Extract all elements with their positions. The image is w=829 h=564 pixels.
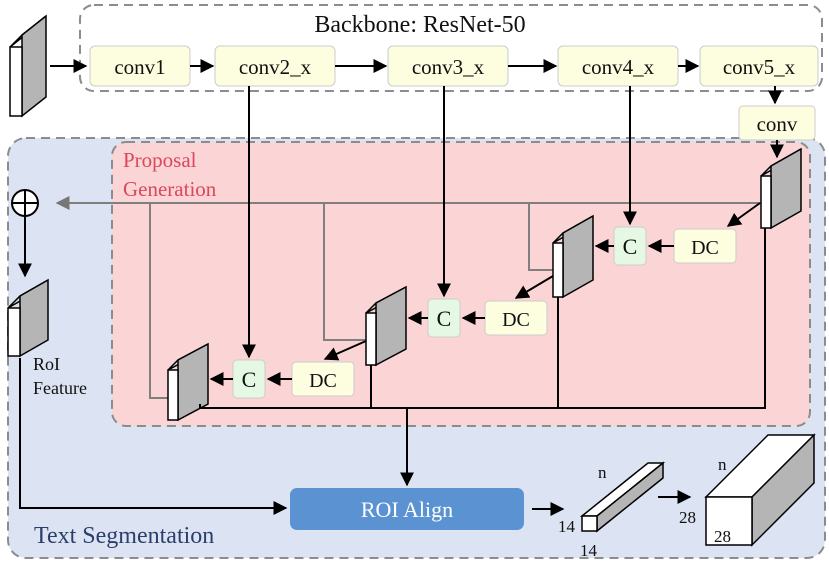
- stage-conv2-label: conv2_x: [239, 55, 312, 79]
- output-large-h-label: 28: [679, 508, 696, 527]
- input-image-block: [9, 14, 47, 118]
- output-large-block: [704, 433, 816, 547]
- stage-conv1-label: conv1: [114, 55, 165, 79]
- conv-block: conv: [738, 105, 816, 141]
- proposal-title-line2: Generation: [123, 177, 217, 201]
- output-large-w-label: 28: [714, 527, 731, 546]
- output-small-w-label: 14: [580, 541, 598, 560]
- conv-block-label: conv: [757, 112, 798, 136]
- deconv-label-2: DC: [502, 309, 530, 331]
- concat-label-1: C: [242, 367, 257, 392]
- deconv-label-1: DC: [309, 370, 337, 392]
- stage-conv5-label: conv5_x: [723, 55, 796, 79]
- stage-conv5: conv5_x: [699, 45, 819, 87]
- concat-label-3: C: [623, 234, 638, 259]
- concat-label-2: C: [437, 306, 452, 331]
- output-small-block: [579, 461, 666, 533]
- stage-conv2: conv2_x: [214, 45, 336, 87]
- stage-conv3-label: conv3_x: [412, 55, 485, 79]
- sum-icon: [11, 189, 39, 217]
- roi-feature-to-roi-align-arrow: [19, 358, 288, 515]
- roi-align-block: ROI Align: [290, 488, 524, 530]
- roi-align-label: ROI Align: [361, 497, 453, 522]
- proposal-flow-arrows: [209, 86, 761, 386]
- deconv-block-2: DC: [484, 300, 548, 336]
- proposal-generation-region: [111, 141, 811, 427]
- text-segmentation-title: Text Segmentation: [34, 523, 214, 549]
- deconv-label-3: DC: [691, 237, 719, 259]
- output-small-n-label: n: [598, 463, 607, 482]
- roi-feature-label-line1: RoI: [33, 354, 60, 374]
- deconv-block-1: DC: [291, 361, 355, 397]
- roi-feature-label-line2: Feature: [33, 378, 87, 398]
- concat-block-1: C: [232, 359, 266, 399]
- stage-conv4-label: conv4_x: [582, 55, 655, 79]
- feature-map-level3: [552, 214, 594, 299]
- feature-map-top: [760, 147, 802, 230]
- stage-conv3: conv3_x: [387, 45, 509, 87]
- output-large-n-label: n: [718, 455, 727, 474]
- feature-map-level1: [167, 342, 209, 422]
- deconv-block-3: DC: [673, 228, 737, 264]
- lateral-connection-lines: [55, 196, 761, 399]
- concat-block-2: C: [427, 298, 461, 338]
- proposal-title-line1: Proposal: [123, 148, 197, 172]
- output-small-h-label: 14: [558, 517, 576, 536]
- concat-block-3: C: [613, 226, 647, 266]
- roi-feature-block: [7, 278, 49, 358]
- collection-lines: [199, 228, 766, 487]
- stage-conv4: conv4_x: [557, 45, 679, 87]
- feature-map-level2: [365, 285, 407, 367]
- stage-conv1: conv1: [89, 45, 191, 87]
- backbone-title: Backbone: ResNet-50: [314, 12, 525, 38]
